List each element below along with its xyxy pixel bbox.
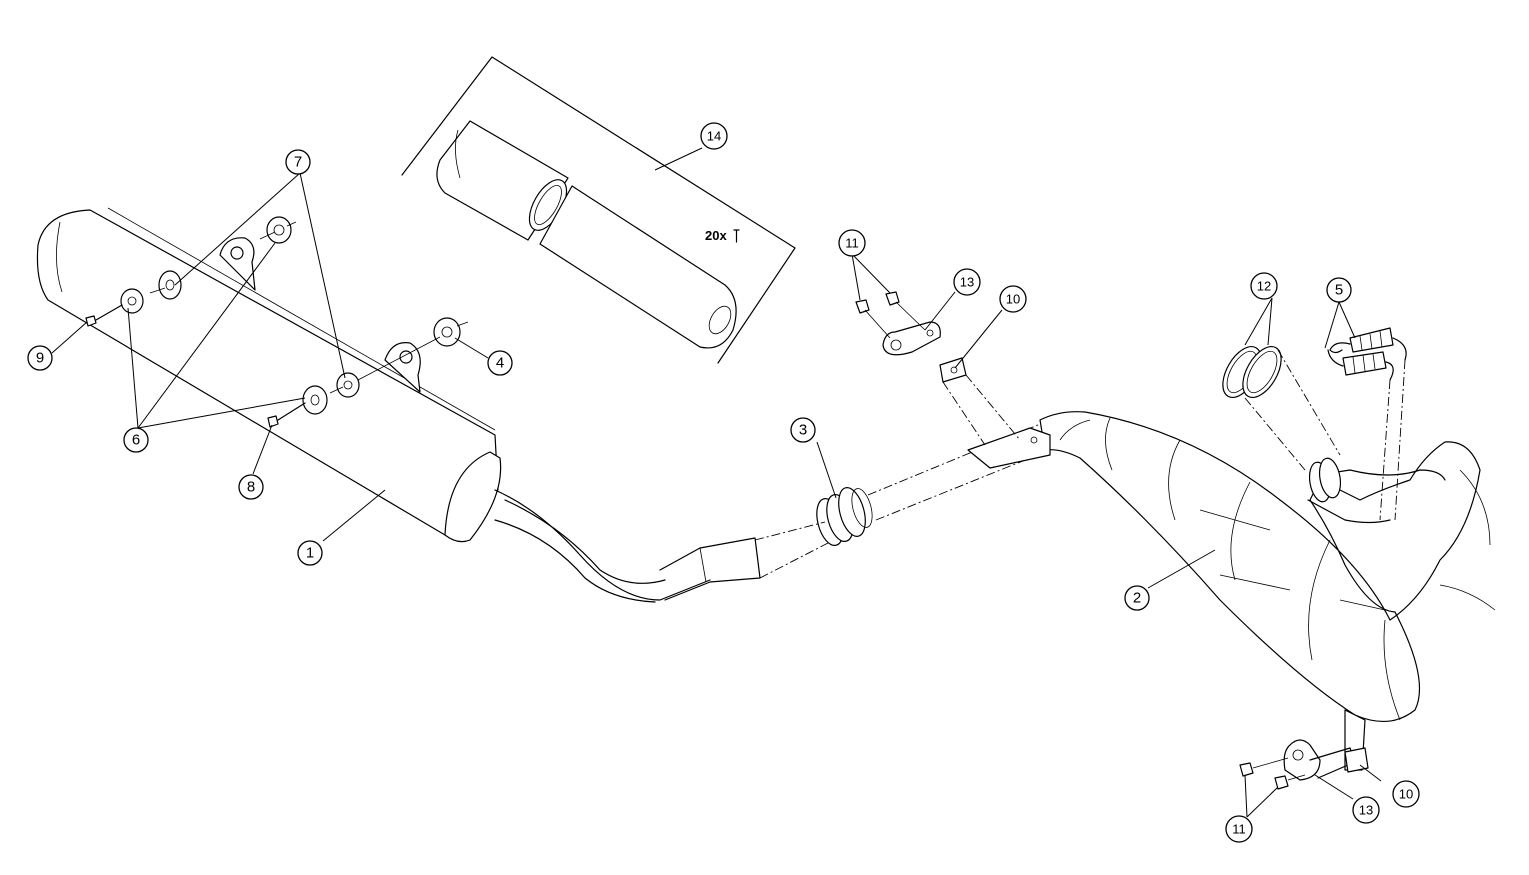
packing-pin-icon xyxy=(733,229,740,243)
callout-7: 7 xyxy=(285,149,311,175)
nut-lower-right xyxy=(1274,775,1289,790)
mount-bracket-lower xyxy=(1283,739,1321,781)
svg-text:14: 14 xyxy=(707,129,721,144)
callout-4: 4 xyxy=(487,350,513,376)
callout-5: 5 xyxy=(1326,277,1352,303)
kit-box-outline xyxy=(401,56,796,364)
silencer-link-pipe xyxy=(494,489,711,601)
mount-strap-lower xyxy=(1344,747,1369,773)
kit-quantity-note: 20x xyxy=(705,228,727,243)
svg-text:13: 13 xyxy=(1359,803,1373,818)
callout-6: 6 xyxy=(123,427,149,453)
callout-11-upper: 11 xyxy=(838,229,866,257)
callout-12: 12 xyxy=(1250,272,1278,300)
callout-10-upper: 10 xyxy=(999,285,1027,313)
expansion-chamber-body xyxy=(1039,411,1481,723)
svg-text:7: 7 xyxy=(294,154,302,171)
washer xyxy=(433,317,461,347)
callout-9: 9 xyxy=(27,345,53,371)
svg-text:13: 13 xyxy=(960,275,974,290)
leader-lines xyxy=(51,147,1382,818)
expansion-chamber-group xyxy=(967,411,1496,771)
spring-lower xyxy=(1342,351,1387,376)
spring-upper xyxy=(1349,327,1394,353)
header-pipe xyxy=(1317,469,1446,481)
callout-8: 8 xyxy=(238,474,264,500)
silencer-bracket-front xyxy=(219,237,256,291)
svg-text:3: 3 xyxy=(799,422,807,439)
callout-3: 3 xyxy=(790,417,816,443)
silencer-body xyxy=(36,209,499,536)
washer xyxy=(302,385,328,415)
grommet xyxy=(336,372,360,398)
o-ring-group xyxy=(1222,346,1341,471)
nut-lower-left xyxy=(1239,762,1254,777)
callout-11-lower: 11 xyxy=(1225,815,1253,843)
callout-13-lower: 13 xyxy=(1352,796,1380,824)
svg-text:12: 12 xyxy=(1257,279,1271,294)
upper-mount-group xyxy=(855,291,1021,446)
svg-text:9: 9 xyxy=(36,350,44,367)
svg-text:8: 8 xyxy=(247,479,255,496)
washer xyxy=(120,288,144,314)
svg-text:1: 1 xyxy=(306,545,314,562)
chamber-front-mount xyxy=(967,427,1051,469)
nut-upper-right xyxy=(885,291,900,306)
svg-text:11: 11 xyxy=(1232,822,1246,837)
callout-14: 14 xyxy=(700,122,728,150)
lower-mount-group xyxy=(1239,739,1369,790)
mount-strap-upper xyxy=(939,357,967,383)
silencer-group xyxy=(36,207,761,603)
exhaust-seal-group xyxy=(754,419,1056,579)
silencer-end-cap xyxy=(444,451,502,543)
mount-bracket-upper xyxy=(882,321,941,356)
bolt-short xyxy=(85,315,97,327)
callout-13-upper: 13 xyxy=(953,268,981,296)
bolt-long xyxy=(267,415,279,428)
svg-text:5: 5 xyxy=(1335,282,1343,299)
callout-2: 2 xyxy=(1124,585,1150,611)
callout-1: 1 xyxy=(297,540,323,566)
spring-group xyxy=(1327,327,1407,521)
nut-upper-left xyxy=(855,299,870,314)
svg-text:10: 10 xyxy=(1006,292,1020,307)
callout-10-lower: 10 xyxy=(1392,780,1420,808)
svg-text:2: 2 xyxy=(1133,590,1141,607)
washer xyxy=(266,216,292,244)
o-ring xyxy=(1242,346,1282,398)
svg-text:6: 6 xyxy=(132,432,140,449)
svg-text:4: 4 xyxy=(496,355,504,372)
grommet xyxy=(158,270,182,300)
mounting-hardware-group xyxy=(85,216,469,428)
packing-kit-group: 20x xyxy=(401,56,796,364)
svg-text:10: 10 xyxy=(1399,787,1413,802)
svg-text:11: 11 xyxy=(845,236,859,251)
packing-roll-right xyxy=(539,185,737,349)
